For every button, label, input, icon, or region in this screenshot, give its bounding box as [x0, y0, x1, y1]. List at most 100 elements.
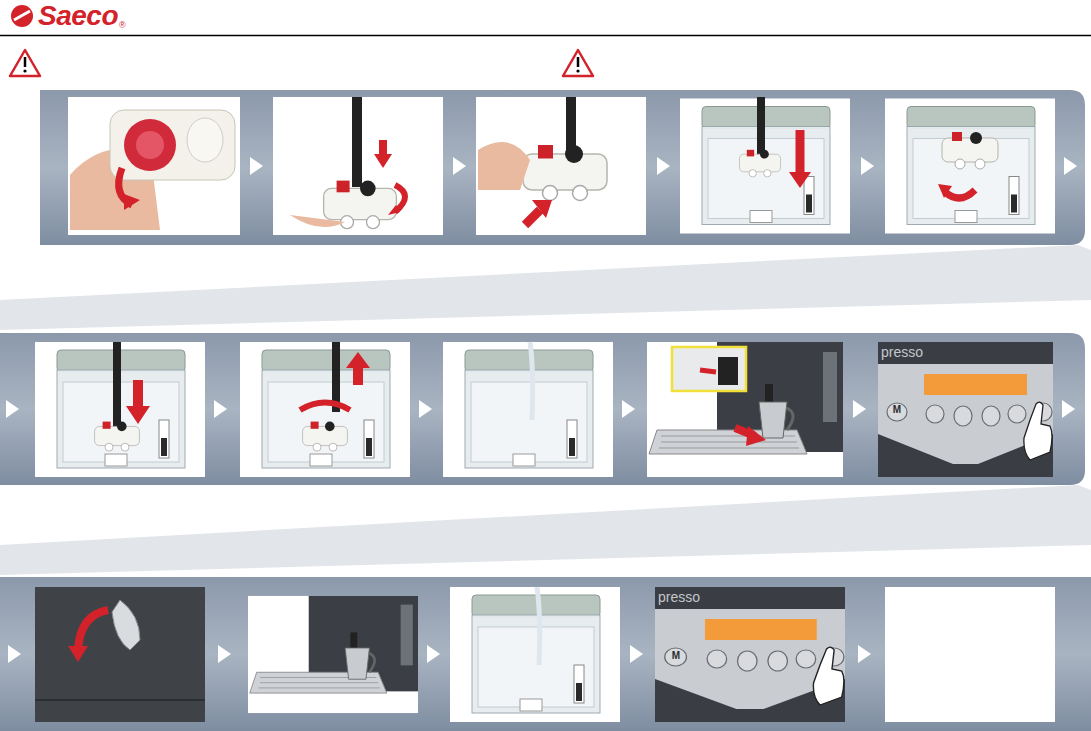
- photo-step: [450, 587, 620, 722]
- photo-step: [523, 145, 607, 201]
- photo-step: [273, 97, 443, 235]
- photo-step: [346, 352, 370, 368]
- photo-step: [532, 200, 552, 218]
- control-panel: [878, 342, 1053, 477]
- step-chevron: [453, 157, 466, 175]
- step-chevron: [218, 645, 231, 663]
- photo-step: [672, 347, 746, 391]
- photo-step: [352, 97, 362, 187]
- photo-step: [303, 422, 348, 452]
- photo-step: [240, 342, 410, 477]
- photo-step: [126, 406, 150, 424]
- logo-mark: [14, 11, 30, 20]
- step-chevron: [1064, 157, 1077, 175]
- warning-symbol: [10, 50, 40, 76]
- photo-step: [945, 190, 975, 198]
- photo-step: [530, 342, 533, 420]
- photo-step: [718, 357, 738, 385]
- button-label: M: [887, 404, 907, 415]
- step-chevron: [630, 645, 643, 663]
- warning-symbol: [563, 50, 593, 76]
- step-chevron: [8, 645, 21, 663]
- warning-symbol: [24, 57, 27, 67]
- step-chevron: [6, 400, 19, 418]
- photo-step: [537, 587, 540, 665]
- control-panel: [655, 587, 845, 722]
- photo-step: [95, 422, 140, 452]
- photo-step: [290, 215, 345, 227]
- step-chevron: [427, 645, 440, 663]
- photo-step: [133, 380, 143, 410]
- photo-step: [388, 205, 400, 215]
- photo-step: [136, 131, 164, 159]
- photo-step: [443, 342, 613, 477]
- photo-step: [700, 370, 716, 372]
- photo-step: [379, 140, 387, 155]
- photo-step: [124, 194, 140, 210]
- flow-ribbon: [40, 90, 1085, 245]
- photo-step: [789, 172, 811, 188]
- photo-step: [885, 99, 1055, 234]
- brand-logo: Saeco: [38, 0, 118, 32]
- step-chevron: [622, 400, 635, 418]
- flow-ribbon: [0, 245, 1091, 330]
- logo-mark: [11, 5, 33, 27]
- photo-step: [680, 97, 850, 234]
- warning-symbol: [563, 50, 593, 76]
- photo-step: [68, 97, 240, 235]
- button-label: M: [666, 650, 686, 661]
- photo-step: [525, 210, 540, 225]
- warning-symbol: [10, 50, 40, 76]
- photo-step: [476, 97, 646, 235]
- photo-step: [374, 154, 392, 168]
- header-rule: [0, 35, 1091, 37]
- logo-mark: [11, 5, 33, 27]
- step-chevron: [853, 400, 866, 418]
- photo-step: [248, 596, 418, 713]
- step-chevron: [214, 400, 227, 418]
- photo-step: [35, 699, 205, 701]
- panel-text: presso: [658, 589, 700, 605]
- photo-step: [885, 99, 1055, 234]
- registered-mark: ®: [119, 20, 126, 30]
- step-chevron: [1062, 400, 1075, 418]
- photo-step: [240, 342, 410, 477]
- photo-step: [938, 184, 952, 198]
- photo-step: [35, 342, 205, 477]
- flow-ribbon: [0, 485, 1091, 575]
- photo-step: [443, 342, 613, 477]
- flow-ribbon: [0, 333, 1085, 485]
- photo-step: [739, 150, 780, 177]
- step-chevron: [657, 157, 670, 175]
- photo-step: [35, 587, 205, 722]
- photo-step: [113, 342, 121, 427]
- photo-step: [248, 596, 418, 713]
- photo-step: [942, 132, 998, 169]
- step-chevron: [250, 157, 263, 175]
- photo-step: [273, 97, 443, 235]
- photo-step: [110, 110, 235, 180]
- step-chevron: [861, 157, 874, 175]
- photo-step: [35, 342, 205, 477]
- panel-text: presso: [881, 344, 923, 360]
- photo-step: [647, 342, 843, 477]
- photo-step: [647, 342, 843, 477]
- photo-step: [478, 142, 530, 190]
- photo-step: [450, 587, 620, 722]
- photo-step: [68, 646, 88, 662]
- photo-step: [124, 119, 176, 171]
- blank-step: [885, 587, 1055, 722]
- photo-step: [35, 587, 205, 722]
- photo-step: [746, 426, 766, 446]
- photo-step: [300, 403, 350, 411]
- flow-ribbon: [0, 577, 1091, 731]
- flow-ribbon: [0, 90, 1091, 731]
- photo-step: [187, 118, 223, 162]
- warning-symbol: [576, 69, 579, 72]
- photo-step: [796, 130, 805, 175]
- photo-step: [78, 610, 108, 650]
- photo-step: [112, 600, 140, 650]
- step-chevron: [419, 400, 432, 418]
